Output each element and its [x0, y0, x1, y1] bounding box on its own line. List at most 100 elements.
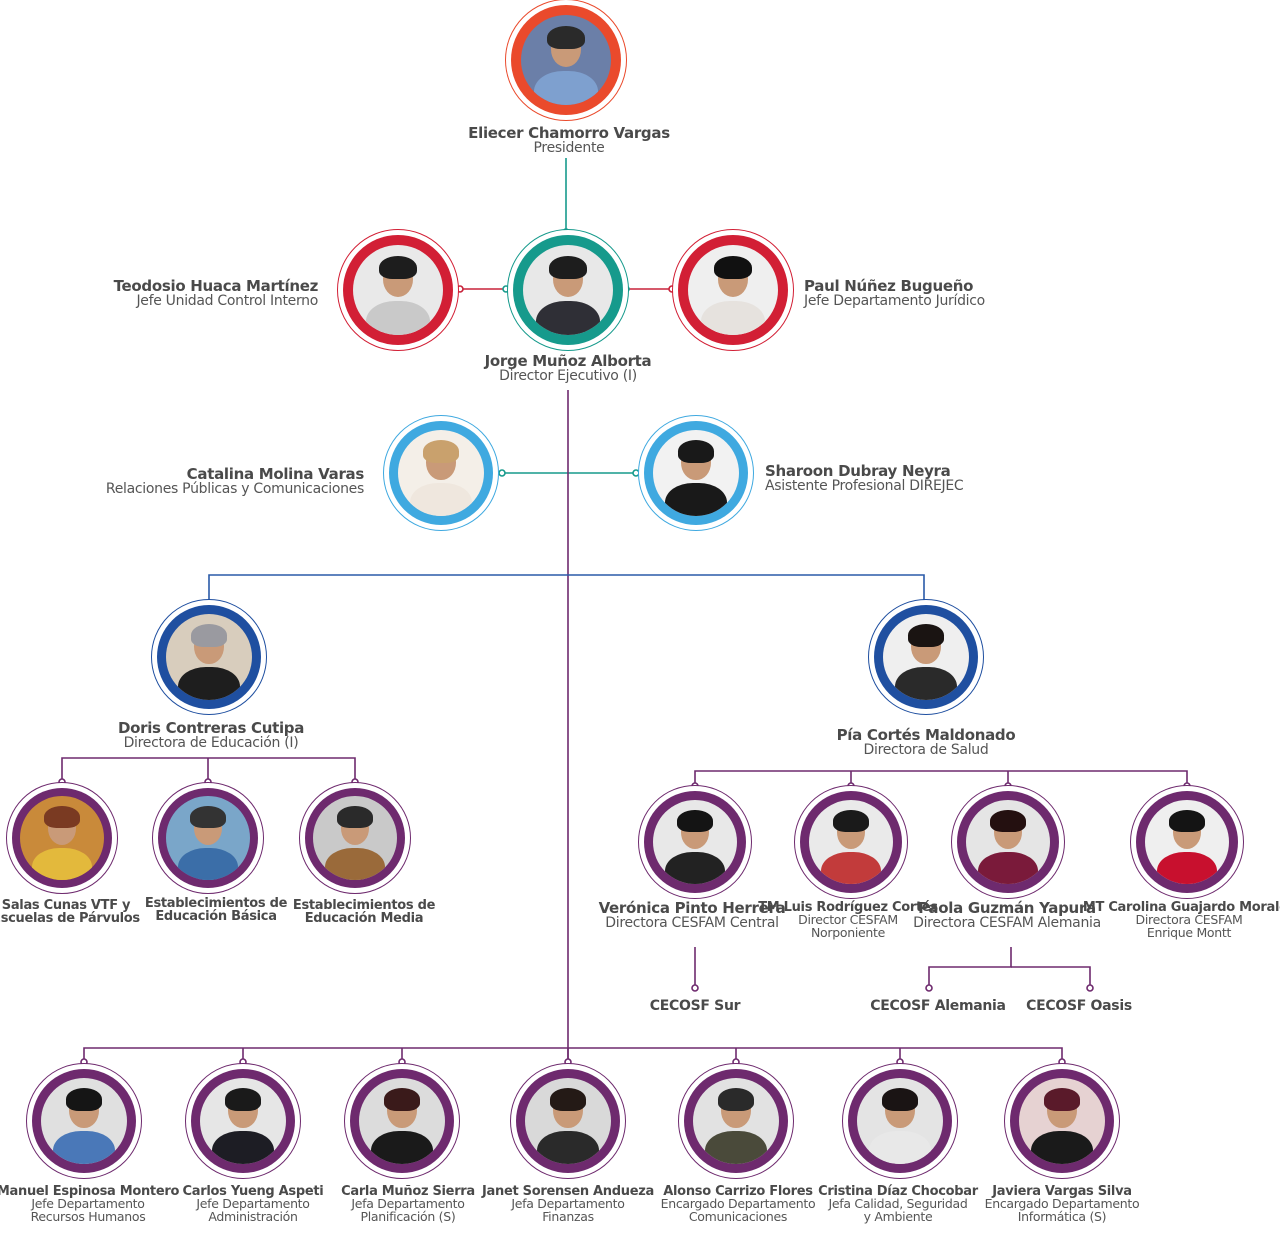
control-interno-name: Teodosio Huaca Martínez	[113, 277, 319, 295]
department-portrait-administracion	[185, 1063, 301, 1179]
photo	[653, 800, 737, 884]
director-portrait	[507, 229, 629, 351]
health-director-portrait	[868, 599, 984, 715]
health-unit-label: TM Luis Rodríguez Cortés Director CESFAM…	[758, 901, 938, 939]
health-unit-label: MT Carolina Guajardo Morales Directora C…	[1083, 901, 1280, 939]
health-unit-role-2: Enrique Montt	[1146, 924, 1232, 940]
edu-unit-line2: Educación Básica	[155, 909, 277, 924]
department-role-2: Finanzas	[542, 1208, 594, 1224]
photo	[688, 245, 778, 335]
health-director-label: Pía Cortés Maldonado Directora de Salud	[836, 726, 1016, 758]
rrpp-role: Relaciones Públicas y Comunicaciones	[105, 481, 364, 497]
health-director-role: Directora de Salud	[863, 742, 989, 758]
department-portrait-finanzas	[510, 1063, 626, 1179]
connector-departments	[83, 1047, 1063, 1062]
photo	[693, 1078, 779, 1164]
asistente-portrait	[638, 415, 754, 531]
cecosf-oasis: CECOSF Oasis	[1026, 998, 1132, 1014]
photo	[359, 1078, 445, 1164]
department-head-name: Cristina Díaz Chocobar	[818, 1184, 978, 1199]
photo	[857, 1078, 943, 1164]
photo	[966, 800, 1050, 884]
president-name: Eliecer Chamorro Vargas	[468, 124, 670, 142]
health-unit-role: Directora CESFAM Alemania	[913, 915, 1101, 931]
juridico-label: Paul Núñez Bugueño Jefe Departamento Jur…	[804, 277, 985, 309]
photo	[523, 245, 613, 335]
department-role-2: Informática (S)	[1017, 1208, 1107, 1224]
juridico-portrait	[672, 229, 794, 351]
department-role-1: Jefa Departamento	[511, 1196, 625, 1211]
department-role-1: Encargado Departamento	[984, 1196, 1140, 1211]
asistente-label: Sharoon Dubray Neyra Asistente Profesion…	[765, 462, 964, 494]
department-role-1: Jefa Departamento	[351, 1196, 465, 1211]
photo	[353, 245, 443, 335]
department-label: Alonso Carrizo Flores Encargado Departam…	[661, 1185, 816, 1223]
department-portrait-comunicaciones	[678, 1063, 794, 1179]
edu-unit-photo-salas-cunas	[6, 782, 118, 894]
rrpp-portrait	[383, 415, 499, 531]
health-unit-name: MT Carolina Guajardo Morales	[1082, 900, 1280, 915]
department-head-name: Alonso Carrizo Flores	[663, 1184, 813, 1199]
edu-unit-label: Establecimientos de Educación Básica	[144, 896, 288, 924]
department-role-2: Planificación (S)	[360, 1208, 456, 1224]
president-role: Presidente	[533, 140, 605, 156]
department-role-2: Recursos Humanos	[30, 1208, 146, 1224]
cecosf-alemania: CECOSF Alemania	[870, 998, 1006, 1014]
department-role-1: Jefe Departamento	[196, 1196, 310, 1211]
health-unit-name: Verónica Pinto Herrera	[598, 899, 786, 917]
health-director-name: Pía Cortés Maldonado	[836, 726, 1016, 744]
department-head-name: Manuel Espinosa Montero	[0, 1184, 180, 1199]
photo	[653, 430, 739, 516]
department-head-name: Javiera Vargas Silva	[992, 1184, 1132, 1199]
control-interno-portrait	[337, 229, 459, 351]
control-interno-label: Teodosio Huaca Martínez Jefe Unidad Cont…	[113, 277, 319, 309]
health-unit-portrait-alemania	[951, 785, 1065, 899]
health-unit-portrait-central	[638, 785, 752, 899]
education-director-name: Doris Contreras Cutipa	[117, 719, 305, 737]
photo	[1019, 1078, 1105, 1164]
education-director-label: Doris Contreras Cutipa Directora de Educ…	[117, 719, 305, 751]
connector-cecosf-alemania	[928, 947, 1012, 988]
connector-edu-health	[208, 574, 925, 600]
health-unit-portrait-enrique-montt	[1130, 785, 1244, 899]
photo	[166, 796, 250, 880]
edu-unit-photo-media	[299, 782, 411, 894]
edu-unit-line1: Salas Cunas VTF y	[1, 898, 131, 913]
photo	[1145, 800, 1229, 884]
department-portrait-informatica	[1004, 1063, 1120, 1179]
juridico-role: Jefe Departamento Jurídico	[804, 293, 985, 309]
department-head-name: Carlos Yueng Aspeti	[182, 1184, 324, 1199]
edu-unit-line1: Establecimientos de	[144, 896, 288, 911]
education-director-role: Directora de Educación (I)	[123, 735, 299, 751]
photo	[313, 796, 397, 880]
department-label: Cristina Díaz Chocobar Jefa Calidad, Seg…	[818, 1185, 978, 1223]
health-unit-role: Directora CESFAM Central	[605, 915, 779, 931]
department-role-2: y Ambiente	[863, 1208, 933, 1224]
juridico-name: Paul Núñez Bugueño	[804, 277, 974, 295]
photo	[883, 614, 969, 700]
photo	[166, 614, 252, 700]
edu-unit-line2: Escuelas de Párvulos	[0, 911, 140, 926]
president-label: Eliecer Chamorro Vargas Presidente	[468, 124, 670, 156]
photo	[521, 15, 611, 105]
director-role: Director Ejecutivo (I)	[499, 368, 637, 384]
control-interno-role: Jefe Unidad Control Interno	[136, 293, 318, 309]
department-portrait-planificacion	[344, 1063, 460, 1179]
connector-health-units	[694, 770, 1188, 786]
edu-unit-label: Establecimientos de Educación Media	[292, 898, 436, 925]
photo	[20, 796, 104, 880]
edu-unit-line1: Establecimientos de	[292, 898, 436, 913]
health-unit-label: Verónica Pinto Herrera Directora CESFAM …	[598, 899, 786, 931]
education-director-portrait	[151, 599, 267, 715]
department-role-2: Comunicaciones	[688, 1208, 788, 1224]
department-portrait-rrhh	[26, 1063, 142, 1179]
asistente-name: Sharoon Dubray Neyra	[765, 462, 951, 480]
photo	[809, 800, 893, 884]
edu-unit-label: Salas Cunas VTF y Escuelas de Párvulos	[0, 899, 140, 925]
department-label: Carlos Yueng Aspeti Jefe Departamento Ad…	[183, 1185, 324, 1223]
department-head-name: Carla Muñoz Sierra	[341, 1184, 475, 1199]
photo	[41, 1078, 127, 1164]
health-unit-portrait-norponiente	[794, 785, 908, 899]
department-role-1: Encargado Departamento	[660, 1196, 816, 1211]
director-label: Jorge Muñoz Alborta Director Ejecutivo (…	[485, 354, 652, 384]
